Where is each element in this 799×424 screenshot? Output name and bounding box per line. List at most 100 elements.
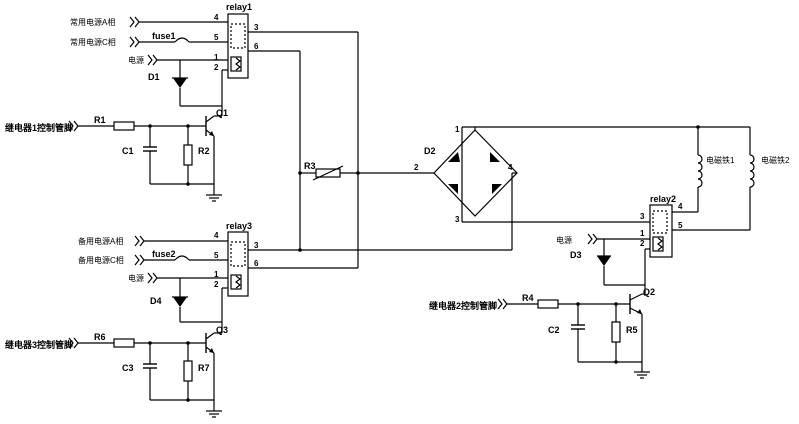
- diode-d4-icon: [173, 297, 187, 307]
- control-arrow-icon: [68, 120, 74, 132]
- relay1-pin-5: 5: [214, 33, 219, 42]
- fuse2-symbol: [174, 255, 190, 261]
- backup-power-a-label: 备用电源A相: [78, 236, 123, 246]
- relay2-pin-4: 4: [678, 202, 683, 211]
- bridge-pin-3: 3: [455, 215, 460, 224]
- d3-label: D3: [570, 250, 582, 260]
- relay1-contacts: [230, 23, 246, 49]
- normal-power-a-label: 常用电源A相: [70, 17, 115, 27]
- q3-driver: 继电器3控制管脚 R6 C3 R7 Q3: [5, 325, 228, 418]
- c3-label: C3: [122, 363, 134, 373]
- d2-label: D2: [424, 146, 436, 156]
- backup-a-arrow-icon: [134, 235, 140, 247]
- coil-2-label: 电磁铁2: [761, 155, 790, 165]
- control-arrow-icon: [68, 337, 74, 349]
- normal-a-arrow-icon: [129, 16, 135, 28]
- relay2-pin-5: 5: [678, 221, 683, 230]
- power-label-1: 电源: [128, 55, 144, 65]
- backup-c-arrow-icon: [134, 254, 140, 266]
- relay3-inputs: 备用电源A相 备用电源C相 fuse2 电源 D4: [78, 235, 228, 333]
- relay3-pin-4: 4: [214, 231, 219, 240]
- diode-icon: [490, 152, 500, 162]
- bridge-diamond: [433, 129, 518, 217]
- resistor-r6: [113, 338, 135, 348]
- power-arrow-icon: [147, 54, 153, 66]
- d1-label: D1: [148, 72, 160, 82]
- relay2-control-label: 继电器2控制管脚: [429, 300, 497, 311]
- resistor-r7: [183, 360, 193, 382]
- resistor-r1: [113, 121, 135, 131]
- relay3-block: relay3 4 5 3 6 1 2: [214, 221, 259, 297]
- resistor-r4: [537, 299, 559, 309]
- q1-label: Q1: [216, 108, 228, 118]
- normal-power-c-label: 常用电源C相: [70, 37, 116, 47]
- q3-label: Q3: [216, 325, 228, 335]
- diode-icon: [448, 184, 458, 194]
- relay1-block: relay1 4 5 3 6 1 2: [214, 2, 259, 79]
- relay2-inputs: 电源 D3: [556, 233, 650, 296]
- relay1-inputs: 常用电源A相 常用电源C相 fuse1 电源 D1: [70, 16, 228, 116]
- bus-wiring: R3: [248, 31, 512, 269]
- control-arrow-icon: [497, 298, 503, 310]
- relay1-coil-zigzag: [235, 57, 241, 71]
- relay2-label: relay2: [650, 194, 676, 204]
- coil-1-label: 电磁铁1: [706, 155, 735, 165]
- power-label-2: 电源: [556, 235, 572, 245]
- diode-d3-icon: [597, 256, 611, 266]
- power-label-3: 电源: [128, 273, 144, 283]
- relay3-coil: [230, 274, 242, 290]
- relay1-pin-6: 6: [254, 42, 259, 51]
- relay2-coil: [652, 236, 664, 252]
- resistor-r2: [183, 144, 193, 166]
- relay1-pin-3: 3: [254, 23, 259, 32]
- relay1-pin-1: 1: [214, 53, 219, 62]
- r5-label: R5: [626, 325, 638, 335]
- relay3-box: [227, 231, 249, 297]
- relay1-box: [227, 13, 249, 79]
- diode-icon: [492, 184, 502, 194]
- relay1-pin-4: 4: [214, 13, 219, 22]
- q2-driver: 继电器2控制管脚 R4 C2 R5 Q2: [429, 287, 655, 379]
- normal-c-arrow-icon: [129, 36, 135, 48]
- r1-label: R1: [94, 115, 106, 125]
- bridge-rectifier-d2: D2 1 2 3 4: [414, 125, 750, 250]
- power-arrow-icon: [587, 233, 593, 245]
- q1-driver: 继电器1控制管脚 R1 C1 R2 Q1: [5, 108, 228, 202]
- q2-label: Q2: [643, 287, 655, 297]
- relay1-coil: [230, 56, 242, 72]
- relay3-control-label: 继电器3控制管脚: [5, 339, 73, 350]
- r6-label: R6: [94, 332, 106, 342]
- coil-1-icon: [697, 154, 703, 188]
- diode-d1-icon: [173, 78, 187, 88]
- bridge-pin-1: 1: [455, 125, 460, 134]
- coil-2-icon: [749, 154, 755, 188]
- relay3-pin-2: 2: [214, 280, 219, 289]
- relay2-pin-1: 1: [640, 229, 645, 238]
- relay2-box: [649, 204, 673, 258]
- fuse1-symbol: [174, 37, 190, 43]
- d4-label: D4: [150, 296, 162, 306]
- relay3-pin-5: 5: [214, 251, 219, 260]
- bridge-pin-2: 2: [414, 163, 419, 172]
- fuse2-label: fuse2: [152, 249, 176, 259]
- c2-label: C2: [548, 325, 560, 335]
- r7-label: R7: [198, 363, 210, 373]
- relay3-pin-6: 6: [254, 259, 259, 268]
- relay1-label: relay1: [226, 2, 252, 12]
- r2-label: R2: [198, 146, 210, 156]
- relay2-pin-2: 2: [640, 239, 645, 248]
- relay2-contacts: [652, 210, 668, 234]
- bridge-pin-4: 4: [508, 163, 513, 172]
- relay3-pin-1: 1: [214, 270, 219, 279]
- r3-label: R3: [304, 161, 316, 171]
- resistor-r5: [611, 321, 621, 343]
- electromagnets: 电磁铁1 电磁铁2: [672, 127, 790, 231]
- relay3-contacts: [230, 241, 246, 267]
- c1-label: C1: [122, 146, 134, 156]
- relay2-pin-3: 3: [640, 212, 645, 221]
- backup-power-c-label: 备用电源C相: [78, 255, 124, 265]
- relay3-pin-3: 3: [254, 241, 259, 250]
- diode-icon: [448, 152, 460, 162]
- relay1-control-label: 继电器1控制管脚: [5, 122, 73, 133]
